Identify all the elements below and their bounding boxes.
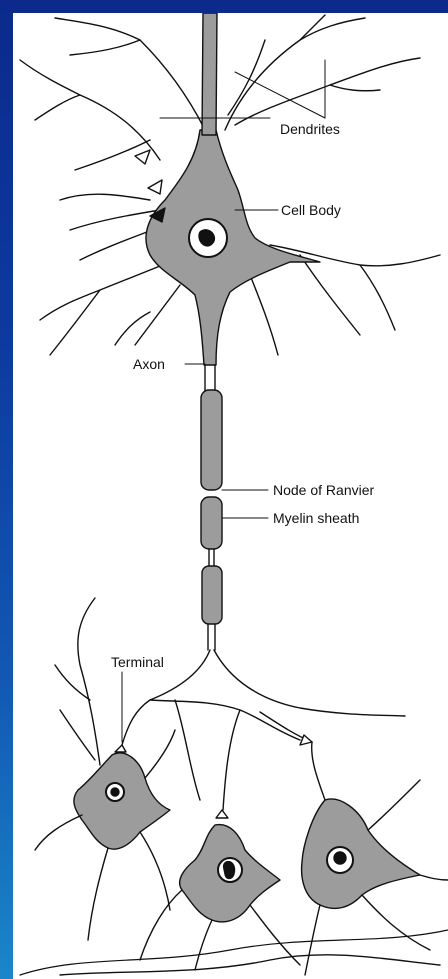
terminal-label: Terminal [111,654,164,670]
axon-label: Axon [133,356,165,372]
axon-terminal-branches [122,650,405,810]
myelin-segment [201,497,222,549]
target-neuron-3 [302,742,448,975]
target-neuron-2 [140,825,300,970]
neuron-diagram [13,13,448,979]
cell-body-label: Cell Body [281,202,341,218]
node-of-ranvier-label: Node of Ranvier [273,482,374,498]
dendrites-label: Dendrites [280,121,340,137]
myelin-segment [202,566,222,624]
myelin-sheath-label: Myelin sheath [273,510,359,526]
diagram-panel [13,13,448,979]
target-neuron-1 [35,598,175,940]
axon-segment [205,365,215,392]
myelin-segment [201,390,222,490]
cell-body-shape [146,130,320,365]
